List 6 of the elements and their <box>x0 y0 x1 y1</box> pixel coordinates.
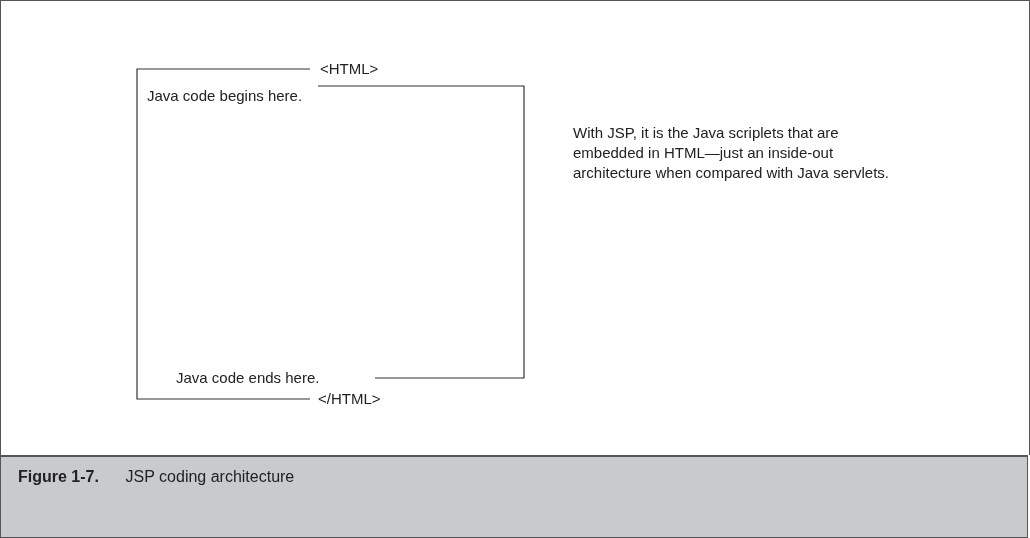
annotation-text: Java code begins here. <box>147 86 303 106</box>
annotation-text: Java code ends here. <box>176 368 320 388</box>
figure-caption: Figure 1-7. JSP coding architecture <box>18 468 295 486</box>
html-tag: <HTML> <box>320 59 379 79</box>
description-text: With JSP, it is the Java scriplets that are embedded in HTML—just an inside-out architecture when compared with Java servlets. <box>573 123 890 183</box>
html-tag: </HTML> <box>318 389 381 409</box>
